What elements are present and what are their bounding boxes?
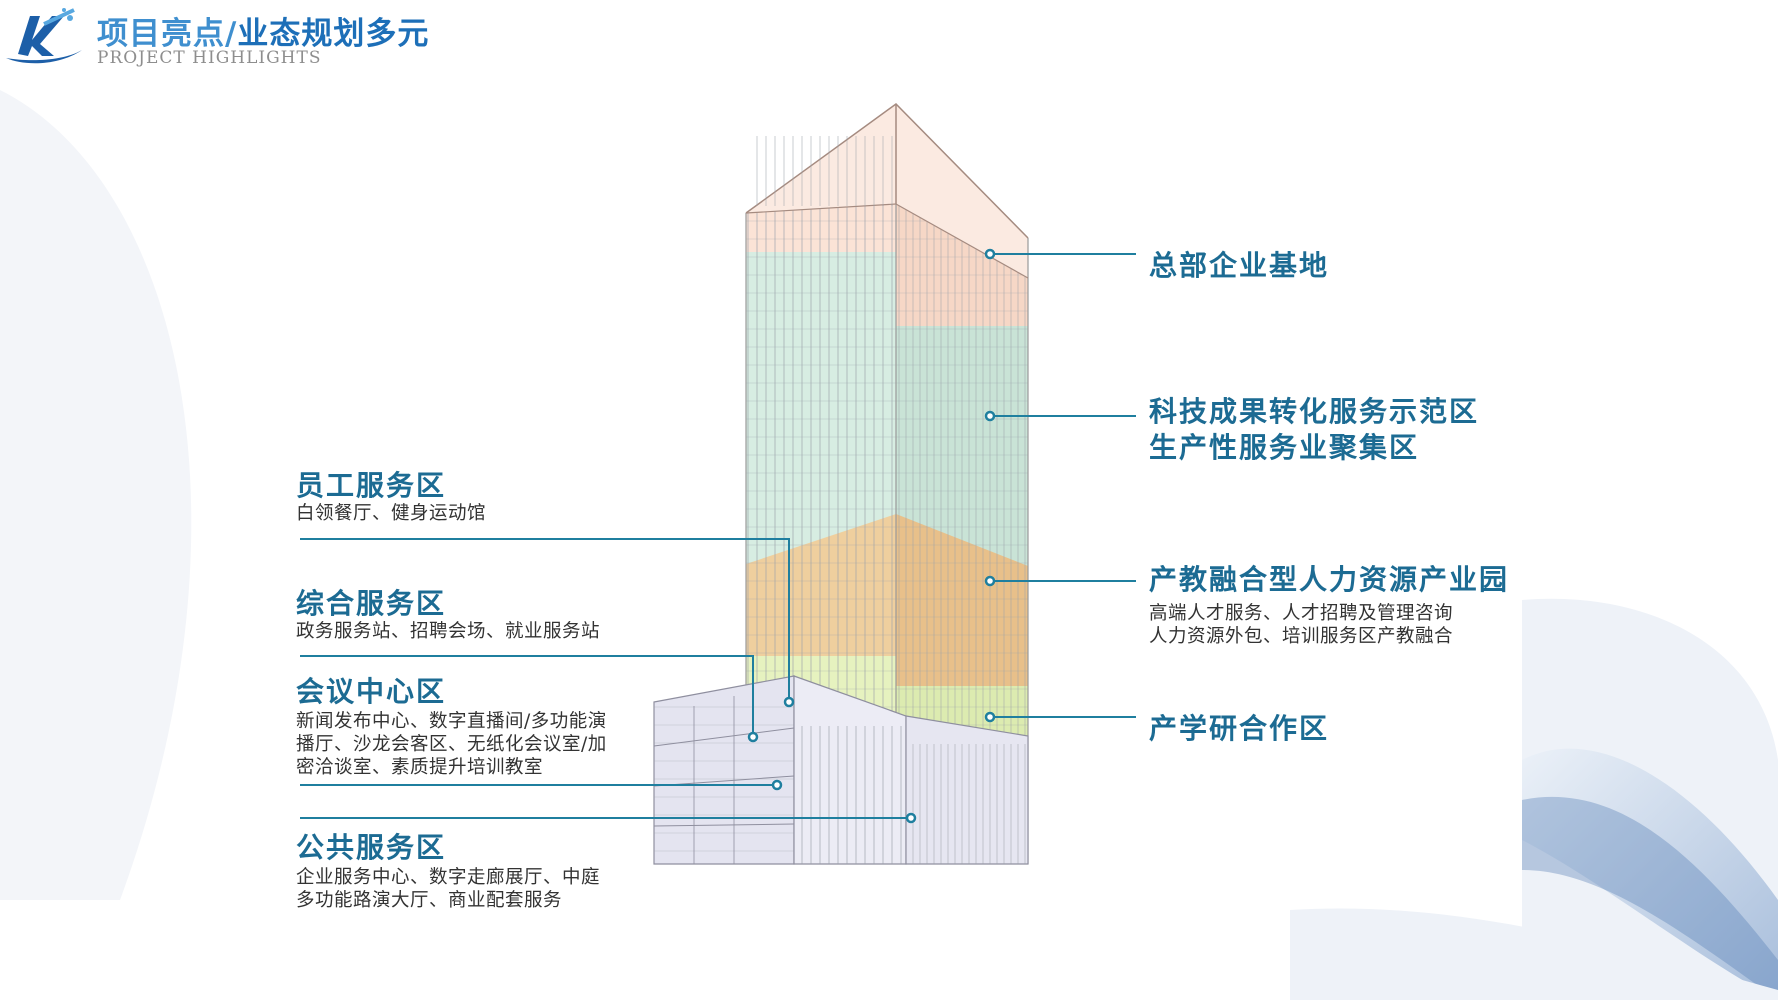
zone-title-tech-line1: 科技成果转化服务示范区 (1149, 395, 1480, 428)
zone-desc-general: 政务服务站、招聘会场、就业服务站 (296, 621, 601, 642)
title-highlight: 业态规划多元 (237, 16, 430, 52)
zone-desc-conference-line2: 播厅、沙龙会客区、无纸化会议室/加 (296, 734, 607, 755)
zone-title-conference: 会议中心区 (296, 675, 447, 708)
right-leader-lines (984, 248, 1136, 723)
diagram-panel: 总部企业基地 科技成果转化服务示范区 生产性服务业聚集区 产教融合型人力资源产业… (294, 96, 1522, 911)
zone-title-general: 综合服务区 (296, 587, 447, 620)
title-main: 项目亮点/ (97, 16, 238, 52)
zone-desc-hr-line1: 高端人才服务、人才招聘及管理咨询 (1149, 603, 1454, 624)
zone-title-research: 产学研合作区 (1149, 712, 1330, 745)
page-title: 项目亮点/业态规划多元 (97, 8, 429, 53)
company-logo (6, 8, 82, 64)
zone-title-hr: 产教融合型人力资源产业园 (1149, 563, 1510, 596)
zone-title-staff: 员工服务区 (296, 469, 447, 502)
zone-desc-conference-line3: 密洽谈室、素质提升培训教室 (296, 757, 544, 778)
zone-desc-public-line1: 企业服务中心、数字走廊展厅、中庭 (296, 867, 601, 888)
podium (653, 675, 1029, 865)
page-subtitle: PROJECT HIGHLIGHTS (97, 48, 322, 68)
building-diagram (300, 103, 1136, 865)
left-leader-lines (300, 538, 911, 819)
zone-title-tech-line2: 生产性服务业聚集区 (1149, 431, 1420, 464)
zone-title-public: 公共服务区 (296, 831, 447, 864)
zone-desc-conference-line1: 新闻发布中心、数字直播间/多功能演 (296, 711, 607, 732)
zone-desc-public-line2: 多功能路演大厅、商业配套服务 (296, 890, 563, 911)
zone-desc-hr-line2: 人力资源外包、培训服务区产教融合 (1149, 626, 1454, 647)
zone-desc-staff: 白领餐厅、健身运动馆 (296, 503, 487, 524)
zone-title-hq: 总部企业基地 (1149, 249, 1330, 282)
left-leader-dots (747, 696, 917, 824)
